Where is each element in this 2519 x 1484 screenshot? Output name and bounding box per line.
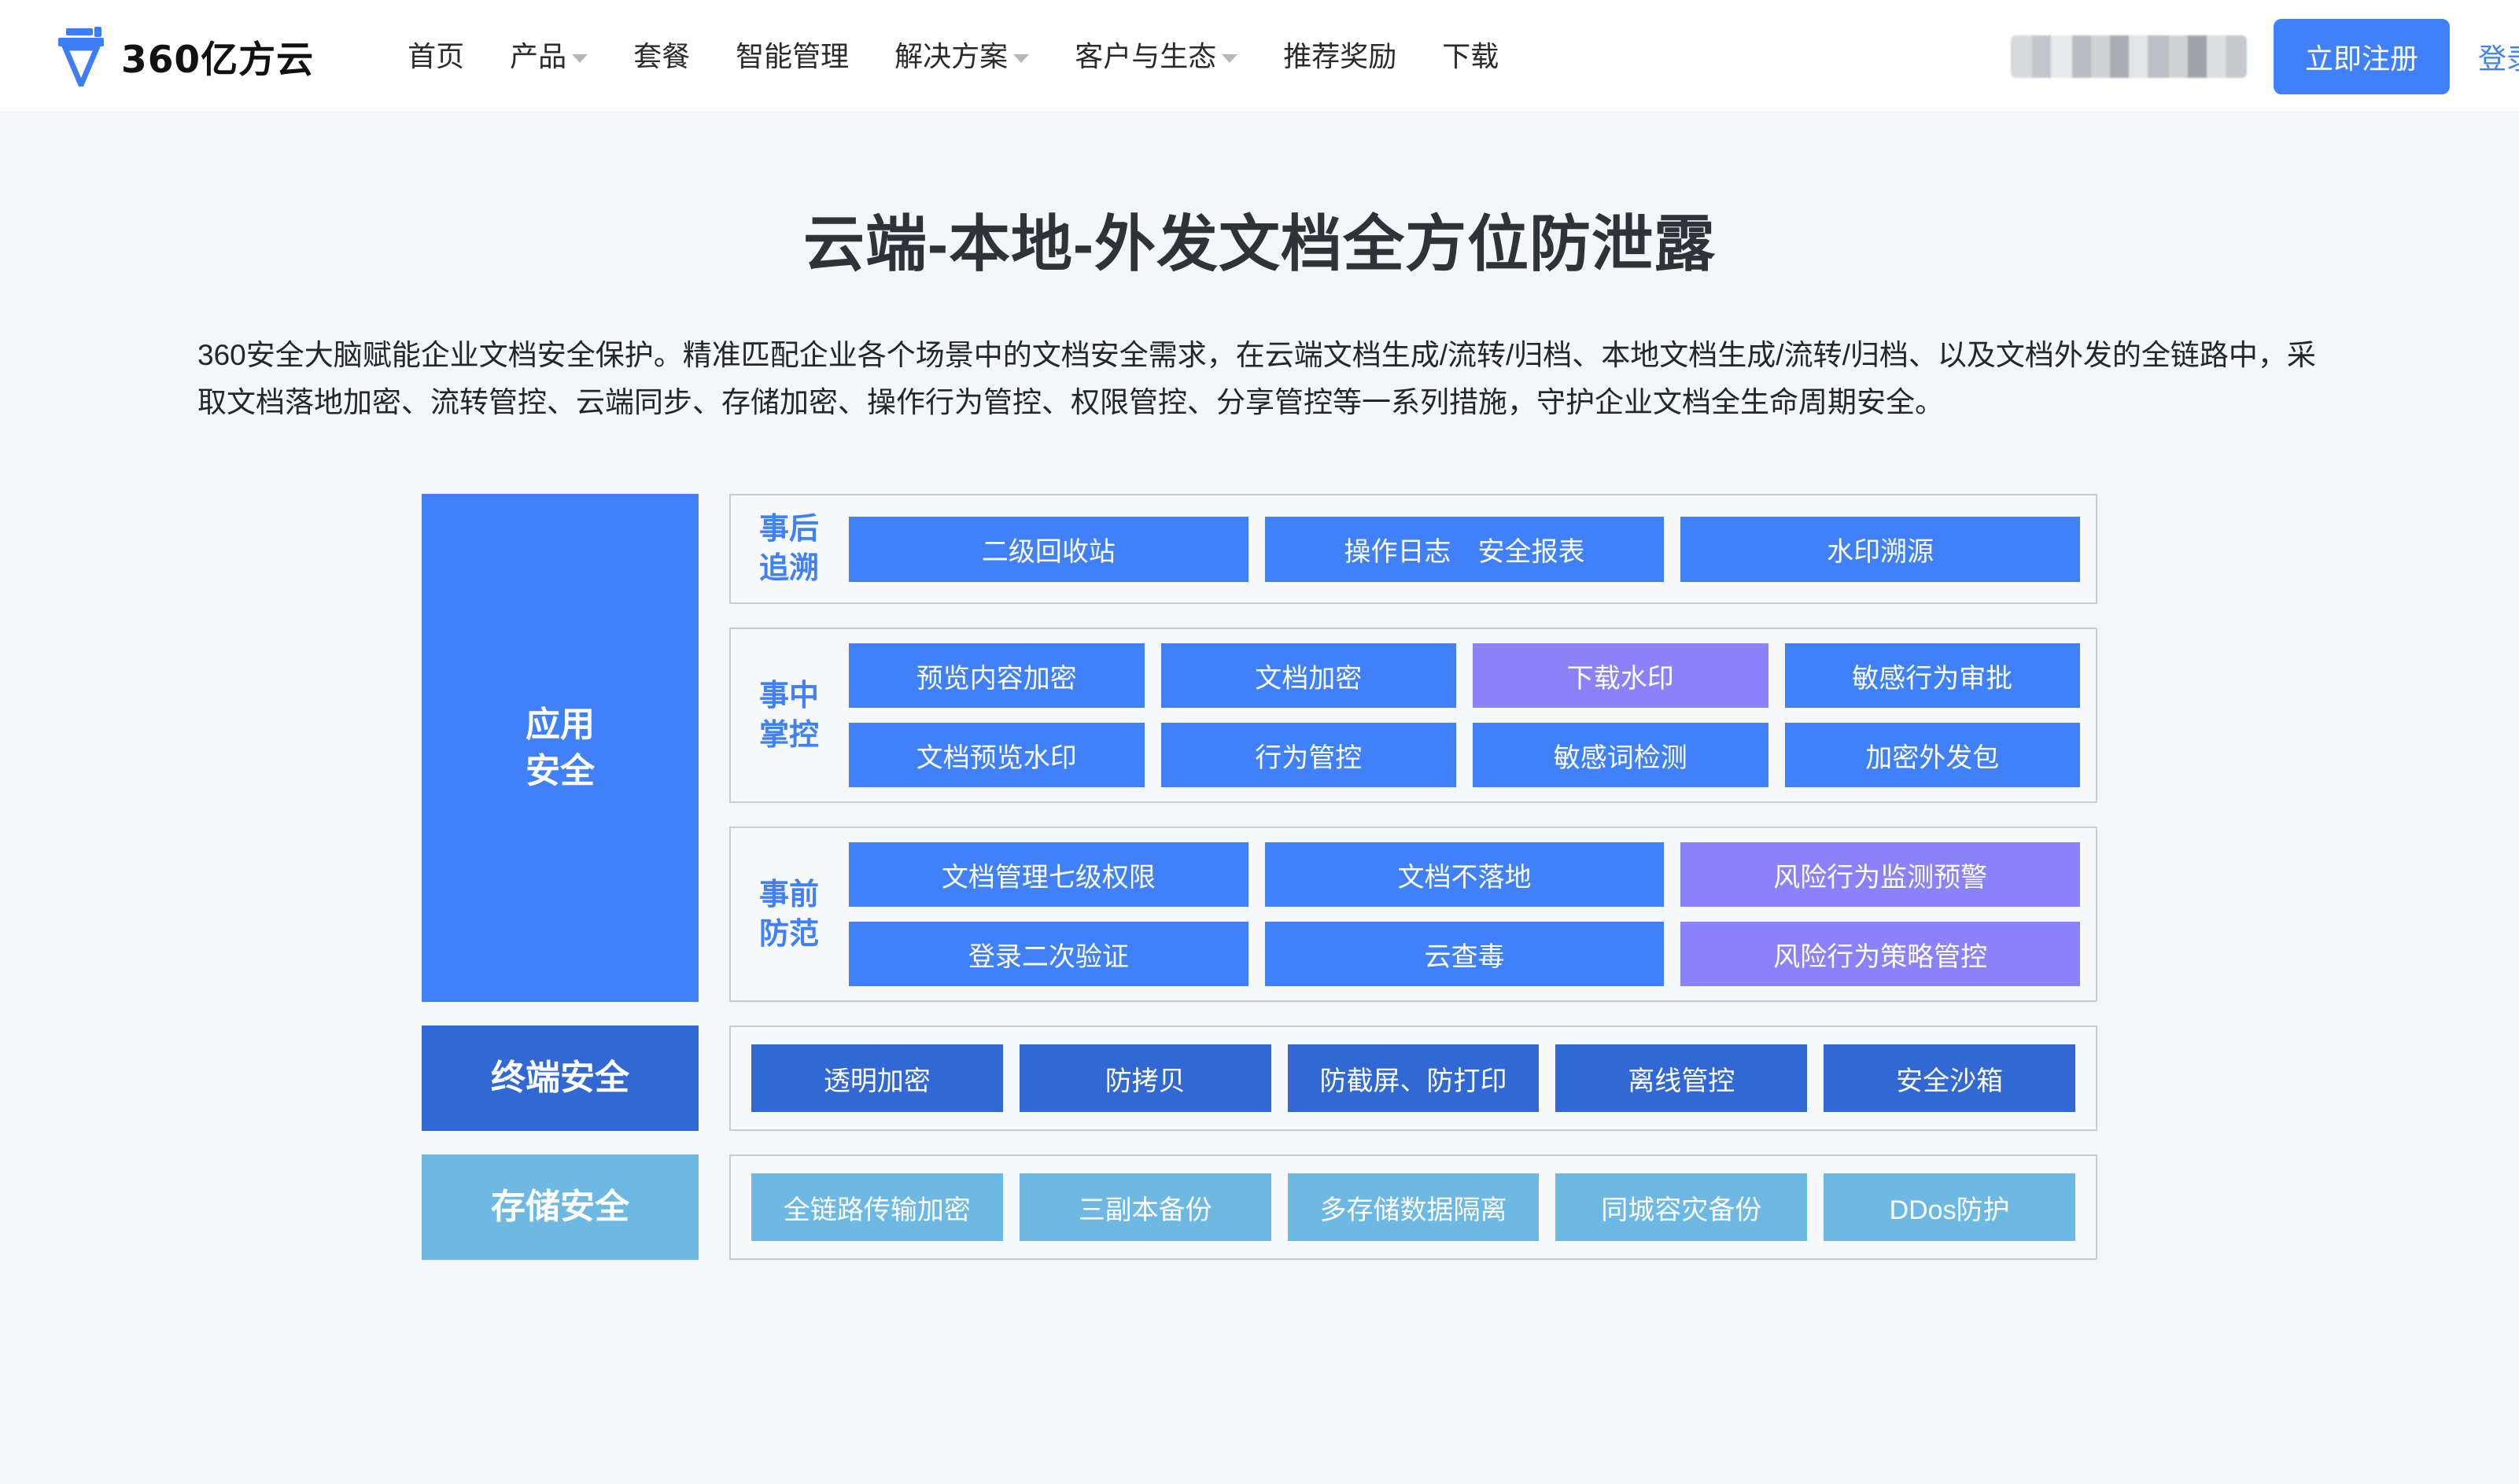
brand-name: 360亿方云: [121, 38, 315, 82]
nav-item-packages[interactable]: 套餐: [610, 0, 713, 112]
tile-download-watermark[interactable]: 下载水印: [1473, 643, 1768, 709]
chevron-down-icon: [1222, 53, 1238, 63]
page-content: 云端-本地-外发文档全方位防泄露 360安全大脑赋能企业文档安全保护。精准匹配企…: [0, 112, 2519, 1261]
tile-offline-control[interactable]: 离线管控: [1555, 1044, 1808, 1113]
360yifangyun-logo-icon: [55, 25, 107, 87]
tile-document-preview-watermark[interactable]: 文档预览水印: [849, 723, 1145, 788]
group-label-line2: 追溯: [758, 552, 819, 586]
tile-login-two-factor-verification[interactable]: 登录二次验证: [849, 922, 1248, 987]
tile-preview-content-encryption[interactable]: 预览内容加密: [849, 643, 1145, 709]
tile-row: 登录二次验证 云查毒 风险行为策略管控: [849, 922, 2081, 987]
band-application-security: 应用 安全 事后 追溯 二级回收站 操作日志 安全报表 水印溯源: [422, 493, 2097, 1003]
tile-row: 文档预览水印 行为管控 敏感词检测 加密外发包: [849, 723, 2080, 788]
page-title: 云端-本地-外发文档全方位防泄露: [803, 209, 1716, 278]
nav-item-label: 智能管理: [736, 39, 850, 72]
tile-document-encryption[interactable]: 文档加密: [1160, 643, 1456, 709]
nav-item-smart-management[interactable]: 智能管理: [713, 0, 872, 112]
tile-anti-copy[interactable]: 防拷贝: [1019, 1044, 1271, 1113]
login-link[interactable]: 登录: [2477, 42, 2519, 75]
tile-row: 预览内容加密 文档加密 下载水印 敏感行为审批: [849, 643, 2080, 709]
nav-item-home[interactable]: 首页: [385, 0, 487, 112]
tile-risk-behavior-policy-control[interactable]: 风险行为策略管控: [1680, 922, 2081, 987]
group-rows: 预览内容加密 文档加密 下载水印 敏感行为审批 文档预览水印 行为管控 敏感词检…: [849, 643, 2080, 788]
band-storage-security: 存储安全 全链路传输加密 三副本备份 多存储数据隔离 同城容灾备份 DDos防护: [422, 1154, 2097, 1261]
tile-seven-level-permissions[interactable]: 文档管理七级权限: [849, 842, 1248, 908]
tile-transparent-encryption[interactable]: 透明加密: [751, 1044, 1003, 1113]
tile-ddos-protection[interactable]: DDos防护: [1824, 1173, 2075, 1242]
chevron-down-icon: [572, 53, 588, 63]
group-post-incident-tracing: 事后 追溯 二级回收站 操作日志 安全报表 水印溯源: [729, 493, 2097, 605]
tile-row: 透明加密 防拷贝 防截屏、防打印 离线管控 安全沙箱: [751, 1044, 2075, 1113]
chevron-down-icon: [1013, 53, 1030, 63]
main-menu: 首页 产品 套餐 智能管理 解决方案 客户与生态 推荐奖励 下载: [385, 0, 1521, 112]
nav-item-label: 首页: [408, 39, 465, 72]
group-rows: 全链路传输加密 三副本备份 多存储数据隔离 同城容灾备份 DDos防护: [751, 1173, 2075, 1242]
nav-item-label: 推荐奖励: [1283, 39, 1397, 72]
band-body-application-security: 事后 追溯 二级回收站 操作日志 安全报表 水印溯源 事中: [729, 493, 2097, 1003]
tile-behavior-control[interactable]: 行为管控: [1160, 723, 1456, 788]
band-label-line1: 应用: [526, 705, 595, 744]
nav-item-referral-rewards[interactable]: 推荐奖励: [1260, 0, 1419, 112]
nav-item-label: 产品: [510, 39, 567, 72]
band-body-storage-security: 全链路传输加密 三副本备份 多存储数据隔离 同城容灾备份 DDos防护: [729, 1154, 2097, 1261]
group-pre-incident-prevention: 事前 防范 文档管理七级权限 文档不落地 风险行为监测预警 登录二次验证 云查毒…: [729, 827, 2097, 1003]
nav-item-customers-ecosystem[interactable]: 客户与生态: [1052, 0, 1260, 112]
security-architecture-diagram: 应用 安全 事后 追溯 二级回收站 操作日志 安全报表 水印溯源: [422, 426, 2097, 1261]
tile-watermark-tracing[interactable]: 水印溯源: [1680, 516, 2081, 582]
tile-encrypted-outgoing-package[interactable]: 加密外发包: [1784, 723, 2080, 788]
tile-sensitive-word-detection[interactable]: 敏感词检测: [1473, 723, 1768, 788]
nav-item-label: 客户与生态: [1075, 39, 1217, 72]
tile-triple-replica-backup[interactable]: 三副本备份: [1019, 1173, 1271, 1242]
nav-item-label: 套餐: [633, 39, 691, 72]
brand-logo[interactable]: 360亿方云: [55, 25, 314, 87]
nav-actions: 立即注册 登录: [2010, 0, 2519, 112]
nav-item-label: 解决方案: [894, 39, 1009, 72]
tile-secondary-recycle-bin[interactable]: 二级回收站: [849, 516, 1248, 582]
tile-anti-screenshot-anti-print[interactable]: 防截屏、防打印: [1287, 1044, 1540, 1113]
group-label-in-incident-control: 事中 掌控: [747, 676, 832, 755]
top-navigation-bar: 360亿方云 首页 产品 套餐 智能管理 解决方案 客户与生态 推荐奖励 下载: [0, 0, 2519, 112]
group-label-line1: 事中: [758, 679, 819, 713]
tile-full-link-transmission-encryption[interactable]: 全链路传输加密: [751, 1173, 1003, 1242]
group-label-line1: 事前: [758, 878, 819, 911]
tile-multi-storage-data-isolation[interactable]: 多存储数据隔离: [1287, 1173, 1540, 1242]
nav-item-products[interactable]: 产品: [487, 0, 610, 112]
group-rows: 二级回收站 操作日志 安全报表 水印溯源: [849, 516, 2081, 582]
tile-row: 二级回收站 操作日志 安全报表 水印溯源: [849, 516, 2081, 582]
group-label-pre-incident-prevention: 事前 防范: [747, 875, 832, 954]
tile-cloud-antivirus[interactable]: 云查毒: [1264, 922, 1665, 987]
register-button[interactable]: 立即注册: [2273, 18, 2450, 94]
group-storage-security: 全链路传输加密 三副本备份 多存储数据隔离 同城容灾备份 DDos防护: [729, 1154, 2097, 1261]
tile-same-city-disaster-recovery-backup[interactable]: 同城容灾备份: [1555, 1173, 1808, 1242]
page-description: 360安全大脑赋能企业文档安全保护。精准匹配企业各个场景中的文档安全需求，在云端…: [197, 339, 2316, 418]
group-in-incident-control: 事中 掌控 预览内容加密 文档加密 下载水印 敏感行为审批 文档预览水印 行为管…: [729, 628, 2097, 804]
group-label-line2: 防范: [758, 917, 819, 951]
group-rows: 透明加密 防拷贝 防截屏、防打印 离线管控 安全沙箱: [751, 1044, 2075, 1113]
tile-operation-log-security-report[interactable]: 操作日志 安全报表: [1264, 516, 1665, 582]
tile-sensitive-behavior-approval[interactable]: 敏感行为审批: [1784, 643, 2080, 709]
group-label-post-incident-tracing: 事后 追溯: [747, 510, 832, 588]
redacted-promo-banner: [2010, 35, 2247, 78]
tile-security-sandbox[interactable]: 安全沙箱: [1824, 1044, 2075, 1113]
tile-row: 全链路传输加密 三副本备份 多存储数据隔离 同城容灾备份 DDos防护: [751, 1173, 2075, 1242]
band-label-line2: 安全: [526, 752, 595, 791]
group-rows: 文档管理七级权限 文档不落地 风险行为监测预警 登录二次验证 云查毒 风险行为策…: [849, 842, 2081, 987]
band-body-terminal-security: 透明加密 防拷贝 防截屏、防打印 离线管控 安全沙箱: [729, 1026, 2097, 1132]
group-label-line2: 掌控: [758, 718, 819, 752]
tile-row: 文档管理七级权限 文档不落地 风险行为监测预警: [849, 842, 2081, 908]
band-terminal-security: 终端安全 透明加密 防拷贝 防截屏、防打印 离线管控 安全沙箱: [422, 1026, 2097, 1132]
band-label-terminal-security: 终端安全: [422, 1026, 699, 1132]
band-label-application-security: 应用 安全: [422, 493, 699, 1003]
group-terminal-security: 透明加密 防拷贝 防截屏、防打印 离线管控 安全沙箱: [729, 1026, 2097, 1132]
tile-risk-behavior-monitoring-alert[interactable]: 风险行为监测预警: [1680, 842, 2081, 908]
group-label-line1: 事后: [758, 512, 819, 546]
band-label-storage-security: 存储安全: [422, 1154, 699, 1261]
nav-item-download[interactable]: 下载: [1419, 0, 1521, 112]
nav-item-label: 下载: [1442, 39, 1499, 72]
tile-no-local-landing[interactable]: 文档不落地: [1264, 842, 1665, 908]
nav-item-solutions[interactable]: 解决方案: [872, 0, 1052, 112]
